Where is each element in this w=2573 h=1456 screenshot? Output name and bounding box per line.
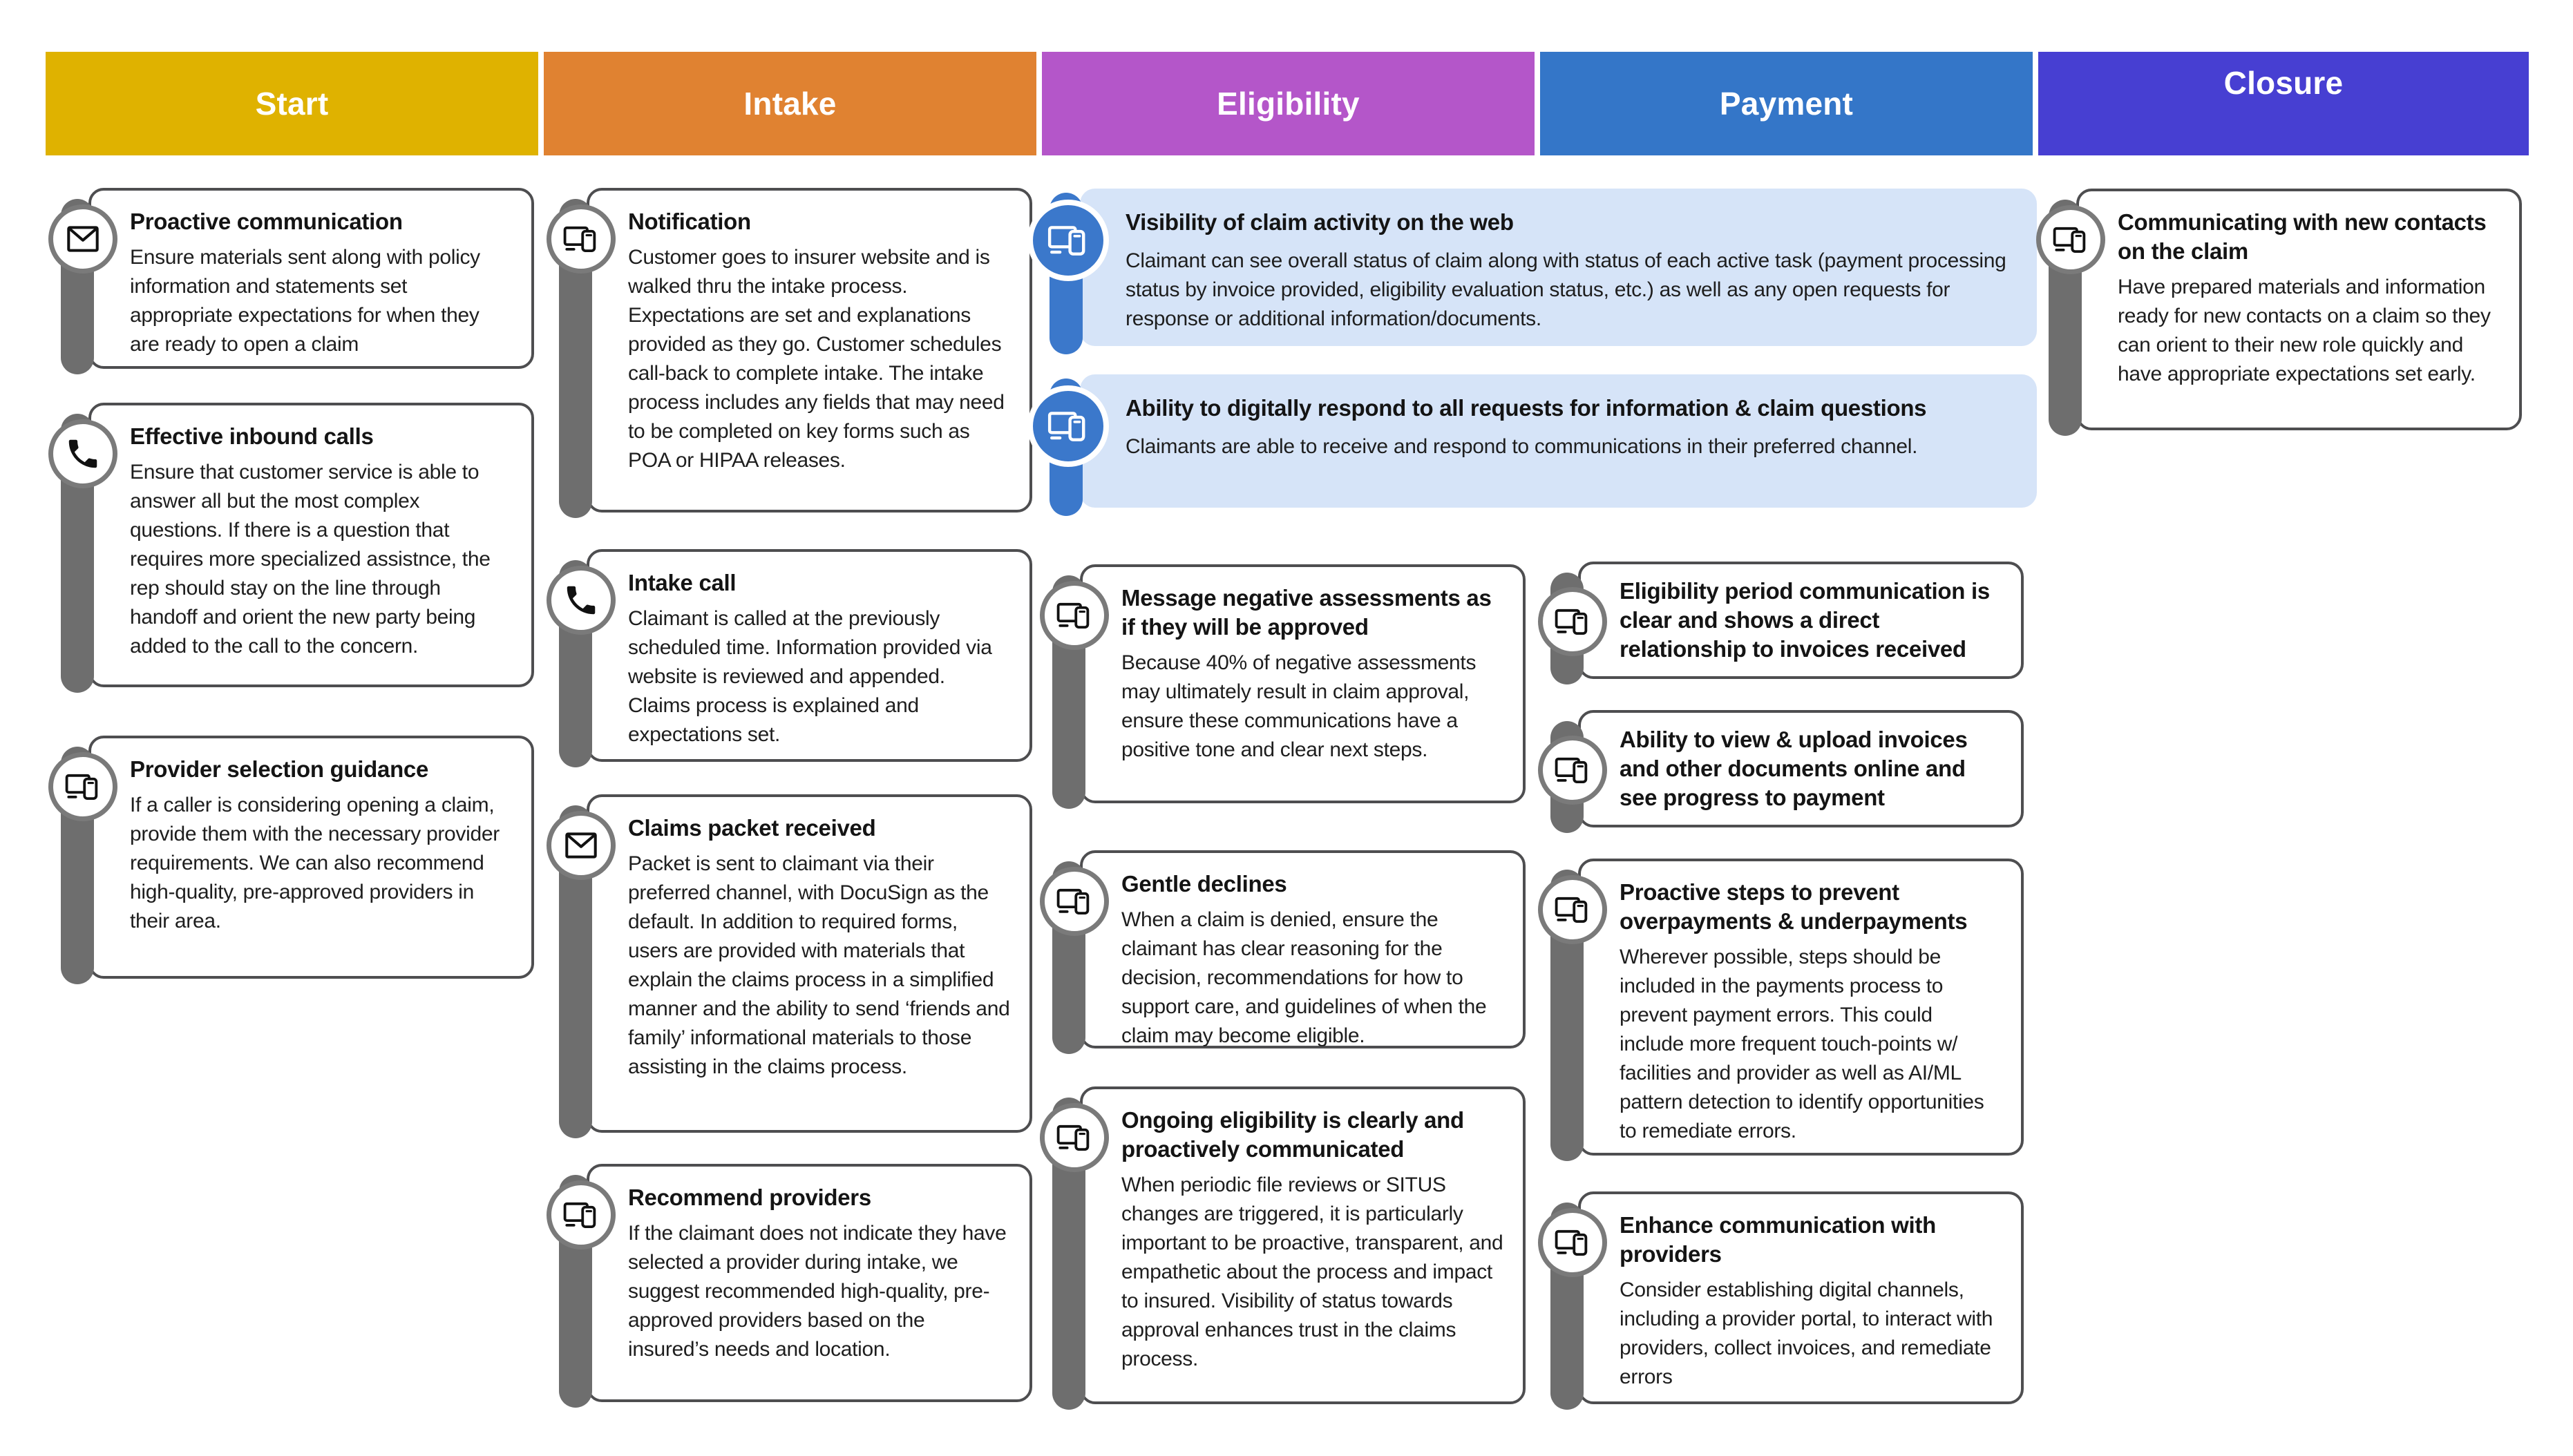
card-enhance-provider-communication: Enhance communication with providers Con…: [1538, 1191, 2024, 1410]
card-title: Proactive communication: [130, 209, 403, 234]
devices-icon: [1538, 587, 1607, 656]
card-provider-selection-guidance: Provider selection guidance If a caller …: [48, 736, 534, 984]
column-header-intake: Intake: [544, 52, 1036, 155]
card-digitally-respond: Ability to digitally respond to all requ…: [1027, 374, 2037, 516]
card-visibility-of-claim-activity: Visibility of claim activity on the web …: [1027, 189, 2037, 354]
devices-icon: [1040, 1103, 1109, 1172]
card-effective-inbound-calls: Effective inbound calls Ensure that cust…: [48, 403, 534, 693]
devices-icon: [547, 1180, 616, 1249]
devices-icon: [1027, 385, 1109, 467]
column-header-payment: Payment: [1540, 52, 2033, 155]
card-title: Ongoing eligibility is clearly and proac…: [1121, 1107, 1464, 1162]
devices-icon: [1040, 867, 1109, 936]
card-body: Have prepared materials and information …: [2118, 276, 2491, 385]
devices-icon: [2036, 205, 2105, 274]
card-body: If a caller is considering opening a cla…: [130, 794, 500, 932]
card-title: Ability to digitally respond to all requ…: [1126, 395, 1927, 421]
card-body: Claimant is called at the previously sch…: [628, 607, 992, 746]
card-title: Effective inbound calls: [130, 423, 374, 449]
card-title: Claims packet received: [628, 815, 876, 841]
devices-icon: [48, 752, 117, 821]
column-header-closure: Closure: [2038, 52, 2529, 155]
phone-icon: [48, 419, 117, 488]
card-title: Enhance communication with providers: [1620, 1212, 1936, 1267]
column-header-eligibility-label: Eligibility: [1217, 86, 1360, 122]
card-ongoing-eligibility: Ongoing eligibility is clearly and proac…: [1040, 1086, 1526, 1410]
card-body: Claimant can see overall status of claim…: [1126, 249, 2006, 330]
card-title: Ability to view & upload invoices and ot…: [1620, 727, 1968, 810]
card-recommend-providers: Recommend providers If the claimant does…: [547, 1164, 1032, 1408]
card-title: Provider selection guidance: [130, 756, 429, 782]
card-notification: Notification Customer goes to insurer we…: [547, 188, 1032, 518]
card-eligibility-period-communication: Eligibility period communication is clea…: [1538, 562, 2024, 684]
card-proactive-communication: Proactive communication Ensure materials…: [48, 188, 534, 374]
card-body: Consider establishing digital channels, …: [1620, 1278, 1993, 1388]
card-title: Message negative assessments as if they …: [1121, 585, 1492, 640]
card-body: Packet is sent to claimant via their pre…: [628, 852, 1010, 1078]
card-message-negative-assessments: Message negative assessments as if they …: [1040, 564, 1526, 809]
card-intake-call: Intake call Claimant is called at the pr…: [547, 549, 1032, 767]
card-title: Intake call: [628, 570, 737, 595]
card-claims-packet-received: Claims packet received Packet is sent to…: [547, 794, 1032, 1138]
card-body: Claimants are able to receive and respon…: [1126, 435, 1918, 458]
phone-icon: [547, 566, 616, 635]
card-gentle-declines: Gentle declines When a claim is denied, …: [1040, 850, 1526, 1054]
card-body: If the claimant does not indicate they h…: [628, 1222, 1007, 1361]
card-title: Communicating with new contacts on the c…: [2118, 209, 2487, 264]
card-body: Because 40% of negative assessments may …: [1121, 651, 1477, 761]
column-header-eligibility: Eligibility: [1042, 52, 1535, 155]
devices-icon: [1538, 875, 1607, 944]
envelope-icon: [547, 811, 616, 880]
card-body: Ensure that customer service is able to …: [130, 461, 491, 658]
card-communicating-new-contacts: Communicating with new contacts on the c…: [2036, 189, 2522, 436]
card-title: Notification: [628, 209, 751, 234]
column-header-start: Start: [46, 52, 538, 155]
card-body: When a claim is denied, ensure the claim…: [1121, 908, 1487, 1047]
card-title: Eligibility period communication is clea…: [1620, 578, 1990, 662]
card-body: Wherever possible, steps should be inclu…: [1620, 946, 1984, 1142]
column-header-payment-label: Payment: [1719, 86, 1854, 122]
card-prevent-overpayments: Proactive steps to prevent overpayments …: [1538, 859, 2024, 1161]
column-header-intake-label: Intake: [743, 86, 837, 122]
card-body: When periodic file reviews or SITUS chan…: [1121, 1174, 1503, 1370]
column-header-start-label: Start: [255, 86, 329, 122]
card-body: Ensure materials sent along with policy …: [130, 246, 480, 356]
devices-icon: [1040, 581, 1109, 650]
devices-icon: [1538, 736, 1607, 805]
envelope-icon: [48, 204, 117, 274]
card-body: Customer goes to insurer website and is …: [628, 246, 1005, 472]
card-title: Proactive steps to prevent overpayments …: [1620, 879, 1968, 934]
devices-icon: [547, 204, 616, 274]
devices-icon: [1027, 200, 1109, 281]
card-title: Gentle declines: [1121, 871, 1287, 897]
column-header-closure-label: Closure: [2223, 65, 2344, 101]
devices-icon: [1538, 1208, 1607, 1277]
card-title: Visibility of claim activity on the web: [1126, 209, 1514, 235]
card-view-upload-invoices: Ability to view & upload invoices and ot…: [1538, 710, 2024, 833]
card-title: Recommend providers: [628, 1185, 871, 1210]
